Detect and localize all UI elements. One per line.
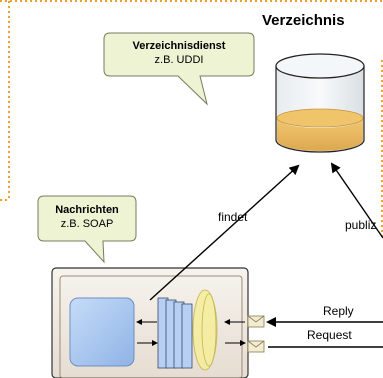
arrow-publiziert — [330, 162, 383, 239]
callout-messages-title: Nachrichten — [55, 204, 119, 216]
callout-directory-service-text: Verzeichnisdienst z.B. UDDI — [104, 39, 254, 67]
database-cylinder — [275, 53, 365, 153]
callout-messages-text: Nachrichten z.B. SOAP — [38, 203, 136, 231]
envelope-icon — [247, 340, 265, 353]
label-findet: findet — [218, 210, 248, 224]
callout-messages — [37, 195, 137, 264]
service-box — [51, 267, 249, 378]
envelope-icon — [247, 315, 265, 328]
label-reply: Reply — [323, 304, 354, 318]
diagram-title: Verzeichnis — [262, 12, 345, 29]
label-request: Request — [307, 328, 352, 342]
directory-boundary — [0, 0, 383, 240]
callout-directory-service-title: Verzeichnisdienst — [132, 40, 226, 52]
callout-messages-subtitle: z.B. SOAP — [60, 218, 114, 230]
arrow-findet — [149, 164, 300, 301]
callout-directory-service-subtitle: z.B. UDDI — [154, 54, 204, 66]
callout-directory-service — [103, 32, 255, 106]
label-publiziert: publiz — [345, 218, 377, 232]
